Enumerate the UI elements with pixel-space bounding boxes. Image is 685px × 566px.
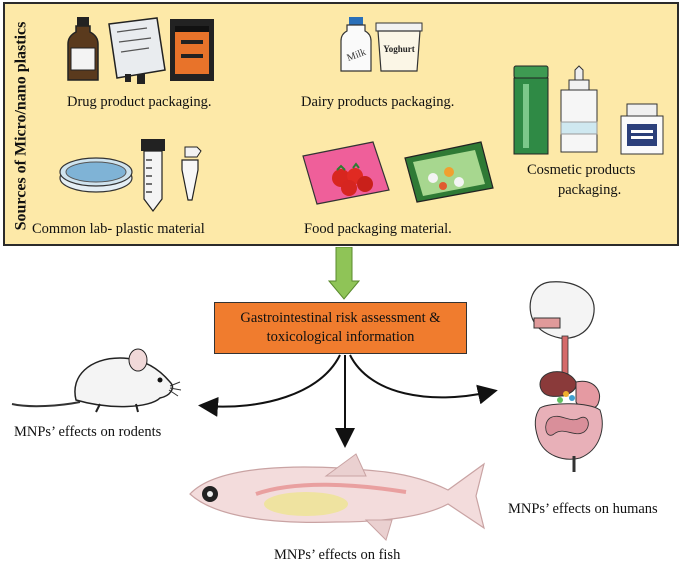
- cosmetic-packaging-label-1: Cosmetic products: [527, 162, 636, 178]
- humans-label: MNPs’ effects on humans: [508, 501, 658, 517]
- human-digestive-system-icon: [520, 278, 620, 478]
- zebrafish-icon: [186, 444, 488, 544]
- food-packaging-label: Food packaging material.: [304, 221, 452, 237]
- milk-bottle-icon: Milk: [339, 16, 373, 72]
- arrow-to-humans: [349, 354, 498, 405]
- blister-pack-icon: [169, 18, 215, 82]
- salad-pack-icon: [403, 140, 495, 204]
- yoghurt-cup-icon: Yoghurt: [375, 22, 423, 72]
- risk-assessment-box: Gastrointestinal risk assessment & toxic…: [214, 302, 467, 354]
- rodents-label: MNPs’ effects on rodents: [14, 424, 162, 440]
- arrow-to-rodents: [198, 354, 341, 417]
- sources-panel: Sources of Micro/nano plastics Drug prod…: [3, 2, 679, 246]
- rat-icon: [10, 346, 182, 418]
- dairy-packaging-label: Dairy products packaging.: [301, 94, 455, 110]
- strawberry-pack-icon: [299, 140, 391, 206]
- eppendorf-tube-icon: [177, 144, 203, 204]
- drug-packaging-label: Drug product packaging.: [67, 94, 212, 110]
- petri-dish-icon: [58, 152, 134, 196]
- fish-label: MNPs’ effects on fish: [274, 547, 401, 563]
- risk-line-1: Gastrointestinal risk assessment &: [240, 310, 441, 326]
- yoghurt-text: Yoghurt: [383, 44, 415, 54]
- centrifuge-tube-icon: [139, 138, 167, 212]
- down-arrow-icon: [328, 247, 360, 301]
- lab-plastic-label: Common lab- plastic material: [32, 221, 205, 237]
- iv-bag-icon: [103, 16, 167, 86]
- medicine-bottle-icon: [67, 16, 99, 84]
- risk-line-2: toxicological information: [266, 329, 415, 345]
- cosmetic-packaging-label-2: packaging.: [558, 182, 622, 198]
- cosmetic-bottles-icon: [511, 64, 671, 156]
